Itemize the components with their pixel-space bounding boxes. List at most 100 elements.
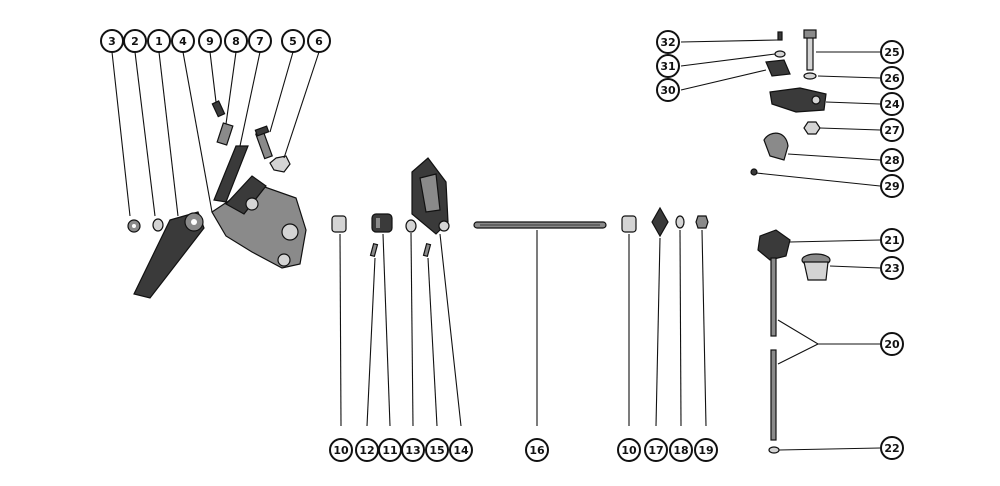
part-30-bracket xyxy=(765,59,791,77)
part-29-spring xyxy=(750,168,758,176)
callout-circle xyxy=(880,118,904,142)
callout-10a: 10 xyxy=(329,438,353,462)
callout-number: 13 xyxy=(405,444,420,457)
part-17-gear xyxy=(651,206,669,238)
part-23-bushing xyxy=(801,253,831,281)
callout-circle xyxy=(669,438,693,462)
callout-22: 22 xyxy=(880,436,904,460)
callout-29: 29 xyxy=(880,174,904,198)
callout-circle xyxy=(281,29,305,53)
part-25-bolt xyxy=(803,29,817,71)
callout-32: 32 xyxy=(656,30,680,54)
callout-circle xyxy=(147,29,171,53)
part-11-pinion xyxy=(371,213,393,233)
callout-circle xyxy=(401,438,425,462)
callout-number: 25 xyxy=(884,46,899,59)
part-1-lever xyxy=(133,211,205,299)
callout-circle xyxy=(880,332,904,356)
part-2-washer xyxy=(152,218,164,232)
part-32-screw xyxy=(777,31,783,41)
callout-15: 15 xyxy=(425,438,449,462)
part-18-washer xyxy=(675,215,685,229)
callout-number: 15 xyxy=(429,444,444,457)
callout-number: 10 xyxy=(621,444,637,457)
callout-number: 26 xyxy=(884,72,900,85)
part-28-clip xyxy=(763,132,789,161)
callout-circle xyxy=(656,30,680,54)
callout-number: 2 xyxy=(131,35,139,48)
callout-circle xyxy=(880,66,904,90)
part-26-washer xyxy=(803,72,817,80)
part-5-bolt xyxy=(254,125,273,160)
callout-circle xyxy=(880,40,904,64)
callout-circle xyxy=(224,29,248,53)
callout-number: 6 xyxy=(315,35,323,48)
callout-number: 3 xyxy=(108,35,116,48)
part-13-washer xyxy=(405,219,417,233)
callout-circle xyxy=(880,228,904,252)
callout-number: 29 xyxy=(884,180,899,193)
callout-18: 18 xyxy=(669,438,693,462)
callout-circle xyxy=(644,438,668,462)
part-19-nut xyxy=(695,215,709,229)
callout-11: 11 xyxy=(378,438,402,462)
callout-8: 8 xyxy=(224,29,248,53)
callout-circle xyxy=(307,29,331,53)
callout-23: 23 xyxy=(880,256,904,280)
callout-number: 5 xyxy=(289,35,297,48)
part-6-nut xyxy=(269,155,291,173)
callout-circle xyxy=(123,29,147,53)
callout-27: 27 xyxy=(880,118,904,142)
callout-number: 14 xyxy=(453,444,469,457)
callout-circle xyxy=(248,29,272,53)
callout-circle xyxy=(880,148,904,172)
callout-number: 10 xyxy=(333,444,349,457)
callout-number: 8 xyxy=(232,35,240,48)
callout-number: 19 xyxy=(698,444,713,457)
part-15-pin xyxy=(422,242,432,258)
callout-number: 22 xyxy=(884,442,899,455)
callout-10b: 10 xyxy=(617,438,641,462)
callout-number: 7 xyxy=(256,35,264,48)
part-7-plate xyxy=(213,145,249,203)
callout-number: 11 xyxy=(382,444,397,457)
callout-circle xyxy=(329,438,353,462)
callout-circle xyxy=(656,78,680,102)
part-31-washer xyxy=(774,50,786,58)
part-10-bushing-right xyxy=(621,215,637,233)
callout-30: 30 xyxy=(656,78,680,102)
callout-9: 9 xyxy=(198,29,222,53)
callout-6: 6 xyxy=(307,29,331,53)
callout-2: 2 xyxy=(123,29,147,53)
part-21-fitting xyxy=(757,229,791,261)
callout-number: 28 xyxy=(884,154,899,167)
callout-24: 24 xyxy=(880,92,904,116)
callout-number: 12 xyxy=(359,444,374,457)
part-8-spring-clip xyxy=(216,122,234,146)
part-4-bracket xyxy=(211,175,307,269)
callout-14: 14 xyxy=(449,438,473,462)
callout-number: 16 xyxy=(529,444,545,457)
callout-25: 25 xyxy=(880,40,904,64)
callout-number: 27 xyxy=(884,124,899,137)
callout-number: 21 xyxy=(884,234,899,247)
callout-circle xyxy=(525,438,549,462)
callout-13: 13 xyxy=(401,438,425,462)
callout-4: 4 xyxy=(171,29,195,53)
callout-12: 12 xyxy=(355,438,379,462)
part-24-link-arm xyxy=(769,87,827,113)
callout-number: 20 xyxy=(884,338,900,351)
leader-lines xyxy=(111,39,881,451)
callout-circle xyxy=(656,54,680,78)
part-3-nut xyxy=(127,219,141,233)
part-10-bushing-left xyxy=(331,215,347,233)
callout-circle xyxy=(880,174,904,198)
callout-circle xyxy=(694,438,718,462)
callout-number: 30 xyxy=(660,84,676,97)
callout-circle xyxy=(198,29,222,53)
callout-16: 16 xyxy=(525,438,549,462)
callout-number: 9 xyxy=(206,35,214,48)
callout-number: 32 xyxy=(660,36,675,49)
